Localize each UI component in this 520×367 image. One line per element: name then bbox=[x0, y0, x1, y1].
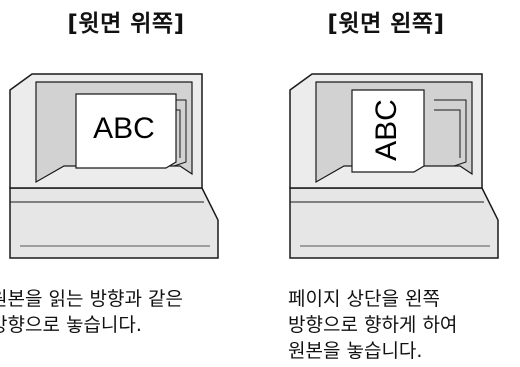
paper-sheet bbox=[75, 93, 177, 169]
panel-face-up-left: [윗면 왼쪽] ABC 페이지 상단을 왼쪽 방향으로 향하게 하여 원본을 놓… bbox=[262, 0, 520, 367]
panel-heading: [윗면 위쪽] bbox=[67, 11, 185, 37]
output-slot bbox=[434, 99, 467, 167]
printer-body bbox=[289, 187, 499, 259]
caption-line: 원본을 놓습니다. bbox=[288, 340, 423, 362]
caption: 원본을 읽는 방향과 같은 방향으로 놓습니다. bbox=[0, 286, 260, 338]
printer-illustration: ABC bbox=[9, 73, 219, 259]
caption-line: 방향으로 놓습니다. bbox=[0, 314, 142, 336]
caption-line: 원본을 읽는 방향과 같은 bbox=[0, 288, 183, 310]
caption-line: 방향으로 향하게 하여 bbox=[288, 314, 458, 336]
paper-sheet bbox=[351, 89, 425, 173]
caption: 페이지 상단을 왼쪽 방향으로 향하게 하여 원본을 놓습니다. bbox=[288, 286, 520, 364]
printer-illustration: ABC bbox=[289, 73, 499, 259]
paper-text: ABC bbox=[93, 112, 155, 145]
panel-face-up-top: [윗면 위쪽] ABC 원본을 읽는 방향과 같은 방향으로 놓습니다. bbox=[0, 11, 260, 338]
panel-heading: [윗면 왼쪽] bbox=[327, 11, 445, 37]
caption-line: 페이지 상단을 왼쪽 bbox=[288, 288, 440, 310]
printer-body bbox=[9, 187, 219, 259]
paper-text: ABC bbox=[370, 99, 403, 161]
